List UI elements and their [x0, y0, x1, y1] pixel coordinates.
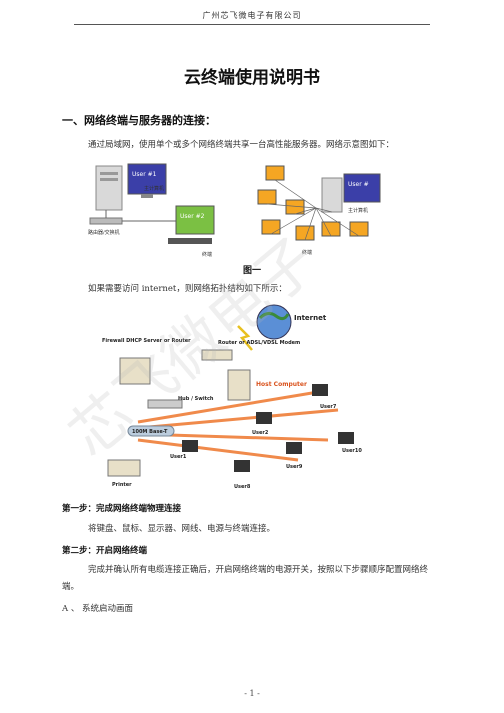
internet-label: Internet	[294, 314, 327, 322]
hub-label: Hub / Switch	[178, 396, 214, 402]
network-cables	[137, 390, 339, 462]
terminal-monitors	[257, 165, 369, 241]
router-label: 路由器/交换机	[88, 229, 120, 236]
user-label: User9	[286, 464, 303, 470]
host-label: 主计算机	[144, 185, 164, 192]
monitor-icon	[343, 173, 381, 203]
router-icon	[89, 217, 123, 225]
figure1-caption: 图一	[242, 266, 261, 276]
printer-label: Printer	[112, 482, 132, 488]
internet-globe-icon	[256, 304, 292, 340]
modem-icon	[201, 349, 233, 361]
monitor-icon	[127, 163, 167, 195]
step2-heading: 第二步：开启网络终端	[62, 546, 148, 556]
user-label: User1	[170, 454, 187, 460]
monitor-icon	[175, 205, 215, 235]
step2-text: 完成并确认所有电缆连接正确后，开启网络终端的电源开关，按照以下步骤顺序配置网络终…	[62, 565, 429, 592]
user1-label: User #1	[132, 171, 157, 178]
user-terminals: User7 User2 User10 User1 User9 User8	[170, 384, 362, 490]
terminal-label: 终端	[202, 251, 212, 258]
terminal-label: 终端	[302, 249, 312, 256]
host-computer-icon	[227, 369, 251, 401]
internet-note: 如果需要访问 internet，则网络拓扑结构如下所示：	[88, 284, 287, 294]
firewall-label: Firewall DHCP Server or Router	[102, 338, 191, 344]
intro-paragraph: 通过局域网，使用单个或多个网络终端共享一台高性能服务器。网络示意图如下：	[88, 140, 395, 150]
step1-text: 将键盘、鼠标、显示器、网线、电源与终端连接。	[88, 524, 276, 534]
host-label: 主计算机	[348, 207, 368, 214]
firewall-server-icon	[119, 357, 151, 385]
modem-label: Router or ADSL/VDSL Modem	[218, 340, 300, 346]
page-header: 广州芯飞微电子有限公司	[202, 11, 302, 20]
lightning-icon	[237, 325, 253, 351]
printer-icon	[107, 459, 141, 477]
document-title: 云终端使用说明书	[184, 68, 320, 88]
figure1-left: User #1 主计算机 路由器/交换机 User #2 终端	[88, 163, 215, 258]
hub-switch-icon	[147, 399, 183, 409]
user-label: User7	[320, 404, 337, 410]
page-number: - 1 -	[244, 689, 260, 698]
figure1-right: User # 主计算机 终端	[257, 165, 381, 256]
user-label: User8	[234, 484, 251, 490]
host-tower-icon	[321, 177, 343, 213]
cable-label: 100M Base-T	[132, 429, 168, 435]
header-rule	[74, 24, 430, 25]
step1-heading: 第一步：完成网络终端物理连接	[62, 504, 182, 514]
keyboard-icon	[168, 238, 212, 244]
figure2-network-diagram: Internet Firewall DHCP Server or Router …	[102, 304, 362, 490]
section-heading: 一、网络终端与服务器的连接：	[62, 114, 216, 127]
item-a: A 、 系统启动画面	[62, 604, 134, 614]
user-label: User2	[252, 430, 269, 436]
user-label: User10	[342, 448, 362, 454]
host-label: Host Computer	[256, 381, 307, 388]
user-label: User #	[348, 181, 369, 188]
cable-label-bubble	[127, 425, 175, 437]
user2-label: User #2	[180, 213, 205, 220]
